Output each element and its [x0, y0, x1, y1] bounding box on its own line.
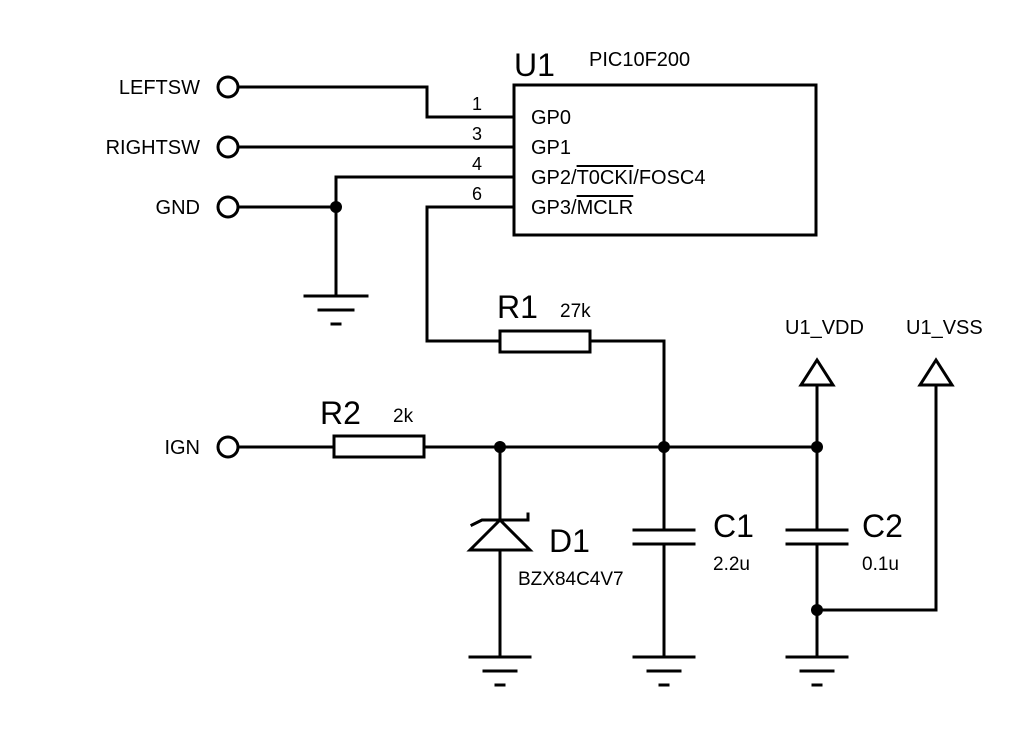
port-ign-label: IGN [164, 437, 200, 459]
ground-symbol-c2 [785, 655, 849, 687]
r2-body [332, 434, 426, 459]
mclr-overline-text: MCLR [577, 197, 634, 219]
port-rightsw-terminal [216, 135, 240, 159]
u1-part: PIC10F200 [589, 49, 690, 71]
u1-pin-4-number: 4 [472, 154, 482, 174]
ground-symbol-c1 [632, 655, 696, 687]
d1-value: BZX84C4V7 [518, 569, 624, 590]
port-gnd-label: GND [156, 197, 200, 219]
wire-vss [815, 383, 938, 612]
r1-body [498, 329, 592, 354]
u1-pin-gp2-label: GP2/T0CKI/FOSC4 [531, 167, 706, 189]
c1-value: 2.2u [713, 554, 750, 575]
r2-value: 2k [393, 406, 414, 427]
t0cki-overline-text: T0CKI [577, 167, 634, 189]
wire-r1-out [588, 339, 666, 449]
u1-pin-1-number: 1 [472, 94, 482, 114]
u1-ref: U1 [514, 47, 555, 83]
u1-body [512, 83, 818, 237]
vdd-label: U1_VDD [785, 317, 864, 339]
wire-leftsw [236, 85, 516, 119]
port-ign-terminal [216, 435, 240, 459]
ground-symbol-1 [303, 294, 369, 326]
u1-pin-gp0-label: GP0 [531, 107, 571, 129]
port-leftsw-terminal [216, 75, 240, 99]
u1-pin-3-number: 3 [472, 124, 482, 144]
vss-arrow-icon [917, 357, 955, 387]
wire-gp2 [334, 175, 516, 297]
c2-ref: C2 [862, 508, 903, 544]
r2-ref: R2 [320, 395, 361, 431]
d1-ref: D1 [549, 523, 590, 559]
ground-symbol-d1 [468, 655, 532, 687]
port-rightsw-label: RIGHTSW [106, 137, 201, 159]
wire-gp3 [425, 205, 516, 343]
junction-gnd [330, 201, 342, 213]
r1-ref: R1 [497, 289, 538, 325]
port-leftsw-label: LEFTSW [119, 77, 200, 99]
vss-label: U1_VSS [906, 317, 983, 339]
c2-value: 0.1u [862, 554, 899, 575]
r1-value: 27k [560, 301, 591, 322]
d1-zener-symbol [466, 512, 534, 552]
u1-pin-gp3-label: GP3/MCLR [531, 197, 633, 219]
u1-pin-6-number: 6 [472, 184, 482, 204]
vdd-arrow-icon [798, 357, 836, 387]
port-gnd-terminal [216, 195, 240, 219]
c1-ref: C1 [713, 508, 754, 544]
u1-pin-gp1-label: GP1 [531, 137, 571, 159]
